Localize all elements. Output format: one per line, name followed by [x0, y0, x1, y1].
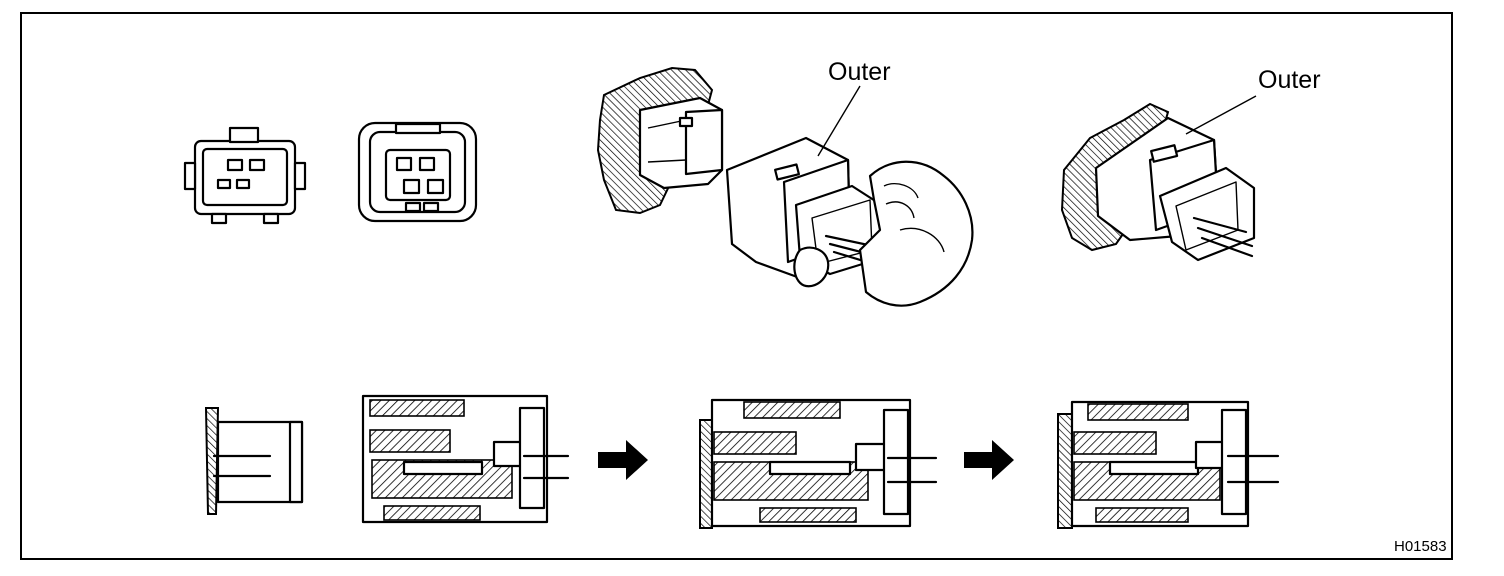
sensor-mount-perspective — [596, 66, 724, 215]
outer-label-left: Outer — [828, 58, 891, 86]
socket-cross-section — [204, 407, 304, 515]
right-arrow-icon-2 — [964, 440, 1014, 480]
connector-with-hand — [725, 136, 974, 307]
figure-code: H01583 — [1394, 538, 1447, 555]
outer-label-right: Outer — [1258, 66, 1321, 94]
sensor-socket-front-view — [357, 121, 478, 223]
connector-front-view — [183, 126, 307, 225]
cross-section-1 — [361, 394, 570, 524]
outer-leader-line-right — [1185, 95, 1257, 135]
figure-border — [20, 12, 1453, 560]
right-arrow-icon-1 — [598, 440, 648, 480]
cross-section-2 — [699, 398, 938, 529]
connected-sensor-perspective — [1060, 102, 1256, 262]
outer-leader-line-left — [817, 85, 861, 157]
cross-section-3 — [1057, 400, 1280, 529]
